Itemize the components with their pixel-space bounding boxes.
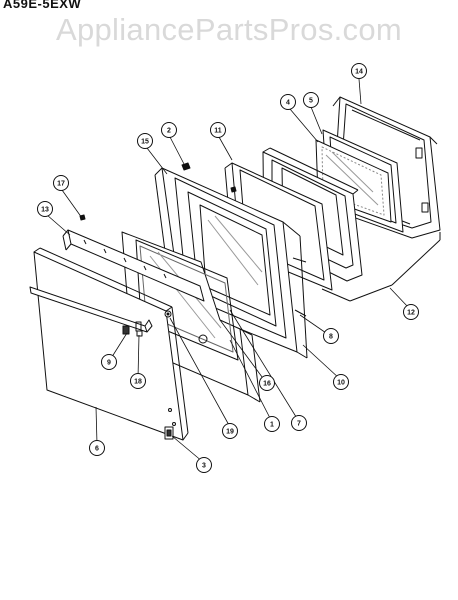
callout-15: 15 (137, 133, 153, 149)
callout-7: 7 (291, 415, 307, 431)
screws (79, 162, 237, 337)
callout-18: 18 (130, 373, 146, 389)
callout-17: 17 (53, 175, 69, 191)
callout-6-label: 6 (95, 446, 99, 453)
callout-7-label: 7 (297, 421, 301, 428)
callout-11: 11 (210, 122, 226, 138)
callout-10: 10 (333, 374, 349, 390)
callout-17-label: 17 (57, 181, 65, 188)
callout-8: 8 (323, 328, 339, 344)
callout-14: 14 (351, 63, 367, 79)
model-label: A59E-5EXW (3, 0, 82, 11)
callout-2: 2 (161, 122, 177, 138)
callout-15-label: 15 (141, 139, 149, 146)
callout-12-label: 12 (407, 310, 415, 317)
part-13-door-cap (62, 229, 205, 302)
door-handle (29, 286, 153, 335)
callout-9: 9 (101, 354, 117, 370)
callout-18-label: 18 (134, 379, 142, 386)
watermark-text: AppliancePartsPros.com (55, 12, 403, 47)
callout-19-label: 19 (226, 429, 234, 436)
callout-group: 14 5 4 11 2 15 17 13 12 8 10 16 7 1 19 9… (37, 63, 419, 473)
callout-11-label: 11 (214, 128, 222, 135)
callout-5-label: 5 (309, 98, 313, 105)
callout-10-label: 10 (337, 380, 345, 387)
callout-9-label: 9 (107, 360, 111, 367)
callout-13-label: 13 (41, 207, 49, 214)
part-3-hinge (164, 426, 174, 440)
callout-3: 3 (196, 457, 212, 473)
callout-19: 19 (222, 423, 238, 439)
callout-1-label: 1 (270, 422, 274, 429)
callout-4-label: 4 (286, 100, 290, 107)
callout-13: 13 (37, 201, 53, 217)
callout-3-label: 3 (202, 463, 206, 470)
callout-4: 4 (280, 94, 296, 110)
callout-12: 12 (403, 304, 419, 320)
callout-8-label: 8 (329, 334, 333, 341)
callout-14-label: 14 (355, 69, 363, 76)
leader-lines (46, 78, 409, 463)
assembly-12-bracket (321, 232, 441, 302)
callout-16: 16 (259, 375, 275, 391)
part-6-outer-door-panel (33, 247, 189, 441)
callout-1: 1 (264, 416, 280, 432)
callout-5: 5 (303, 92, 319, 108)
callout-16-label: 16 (263, 381, 271, 388)
callout-2-label: 2 (167, 128, 171, 135)
callout-6: 6 (89, 440, 105, 456)
